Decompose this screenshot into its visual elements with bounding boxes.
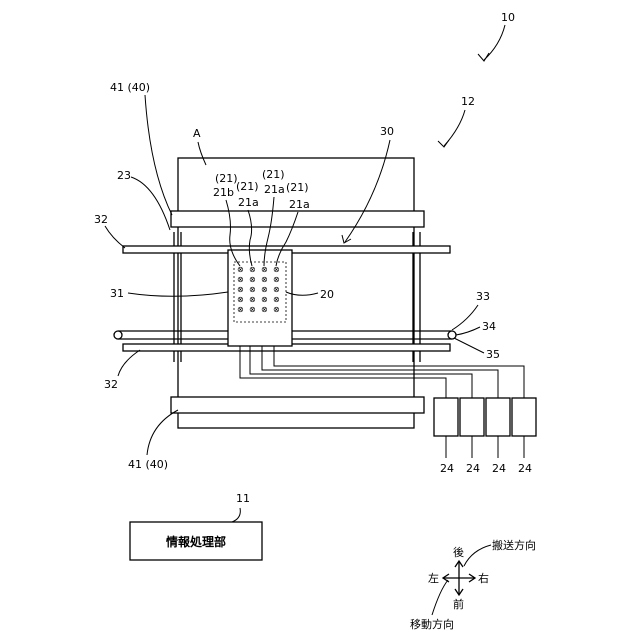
label-nozzle-21b: 21b — [213, 186, 234, 199]
label-info-ref: 11 — [236, 492, 250, 505]
label-system: 10 — [501, 11, 515, 24]
label-tank-4: 24 — [518, 462, 532, 475]
leader-frame — [131, 177, 170, 230]
label-guide-bottom: 41 (40) — [128, 458, 168, 471]
label-transport-direction: 搬送方向 — [492, 538, 536, 552]
tank-4 — [512, 398, 536, 436]
leader-belt — [452, 305, 478, 330]
tank-2 — [460, 398, 484, 436]
leader-motor — [454, 338, 484, 353]
nozzle-column-3: ⊗⊗⊗⊗⊗ — [261, 265, 268, 314]
svg-text:⊗: ⊗ — [237, 265, 244, 274]
arrow-apparatus — [438, 140, 449, 147]
svg-text:⊗: ⊗ — [249, 285, 256, 294]
svg-text:⊗: ⊗ — [249, 265, 256, 274]
nozzle-column-1: ⊗⊗⊗⊗⊗ — [237, 265, 244, 314]
leader-transport-direction — [464, 545, 491, 566]
svg-text:⊗: ⊗ — [273, 275, 280, 284]
label-rail-bottom: 32 — [104, 378, 118, 391]
svg-text:⊗: ⊗ — [261, 295, 268, 304]
label-nozzle-21-3: (21) — [262, 168, 285, 181]
svg-text:⊗: ⊗ — [249, 275, 256, 284]
leader-rail-bottom — [118, 350, 140, 376]
label-rail-top: 32 — [94, 213, 108, 226]
label-belt: 33 — [476, 290, 490, 303]
label-nozzle-21-1: (21) — [215, 172, 238, 185]
svg-text:⊗: ⊗ — [273, 285, 280, 294]
label-info-box: 情報処理部 — [166, 534, 226, 549]
leader-guide-top — [145, 95, 172, 215]
label-nozzle-21a-1: 21a — [238, 196, 259, 209]
label-left: 左 — [428, 572, 439, 585]
pulley-left — [114, 331, 122, 339]
svg-text:⊗: ⊗ — [261, 265, 268, 274]
svg-text:⊗: ⊗ — [249, 305, 256, 314]
label-motor: 35 — [486, 348, 500, 361]
label-nozzle-21-4: (21) — [286, 181, 309, 194]
leader-system — [484, 25, 505, 60]
label-nozzle-21a-2: 21a — [264, 183, 285, 196]
svg-text:⊗: ⊗ — [273, 295, 280, 304]
leader-rail-top — [105, 226, 125, 248]
tank-3 — [486, 398, 510, 436]
svg-text:⊗: ⊗ — [261, 285, 268, 294]
label-pulley: 34 — [482, 320, 496, 333]
svg-text:⊗: ⊗ — [237, 305, 244, 314]
direction-indicator — [443, 561, 475, 595]
label-movement-direction: 移動方向 — [410, 617, 454, 631]
svg-text:⊗: ⊗ — [237, 285, 244, 294]
svg-text:⊗: ⊗ — [273, 265, 280, 274]
nozzle-column-2: ⊗⊗⊗⊗⊗ — [249, 265, 256, 314]
label-head: 20 — [320, 288, 334, 301]
label-nozzle-21a-3: 21a — [289, 198, 310, 211]
label-tank-3: 24 — [492, 462, 506, 475]
label-tank-1: 24 — [440, 462, 454, 475]
label-region-a: A — [193, 127, 201, 140]
svg-text:⊗: ⊗ — [237, 295, 244, 304]
nozzle-column-4: ⊗⊗⊗⊗⊗ — [273, 265, 280, 314]
leader-movement-direction — [432, 580, 448, 615]
label-nozzle-21-2: (21) — [236, 180, 259, 193]
pulley-right — [448, 331, 456, 339]
label-carriage: 30 — [380, 125, 394, 138]
tank-1 — [434, 398, 458, 436]
svg-text:⊗: ⊗ — [261, 275, 268, 284]
label-frame: 23 — [117, 169, 131, 182]
label-guide-top: 41 (40) — [110, 81, 150, 94]
svg-text:⊗: ⊗ — [237, 275, 244, 284]
label-back: 後 — [453, 545, 464, 559]
label-right: 右 — [478, 571, 489, 585]
leader-guide-bottom — [147, 410, 178, 455]
label-head-unit: 31 — [110, 287, 124, 300]
svg-text:⊗: ⊗ — [261, 305, 268, 314]
leader-info-ref — [232, 508, 240, 522]
leader-pulley — [456, 327, 480, 335]
label-front: 前 — [453, 597, 464, 611]
label-tank-2: 24 — [466, 462, 480, 475]
label-apparatus: 12 — [461, 95, 475, 108]
leader-apparatus — [444, 110, 465, 146]
svg-text:⊗: ⊗ — [249, 295, 256, 304]
svg-text:⊗: ⊗ — [273, 305, 280, 314]
guide-bottom — [171, 397, 424, 413]
